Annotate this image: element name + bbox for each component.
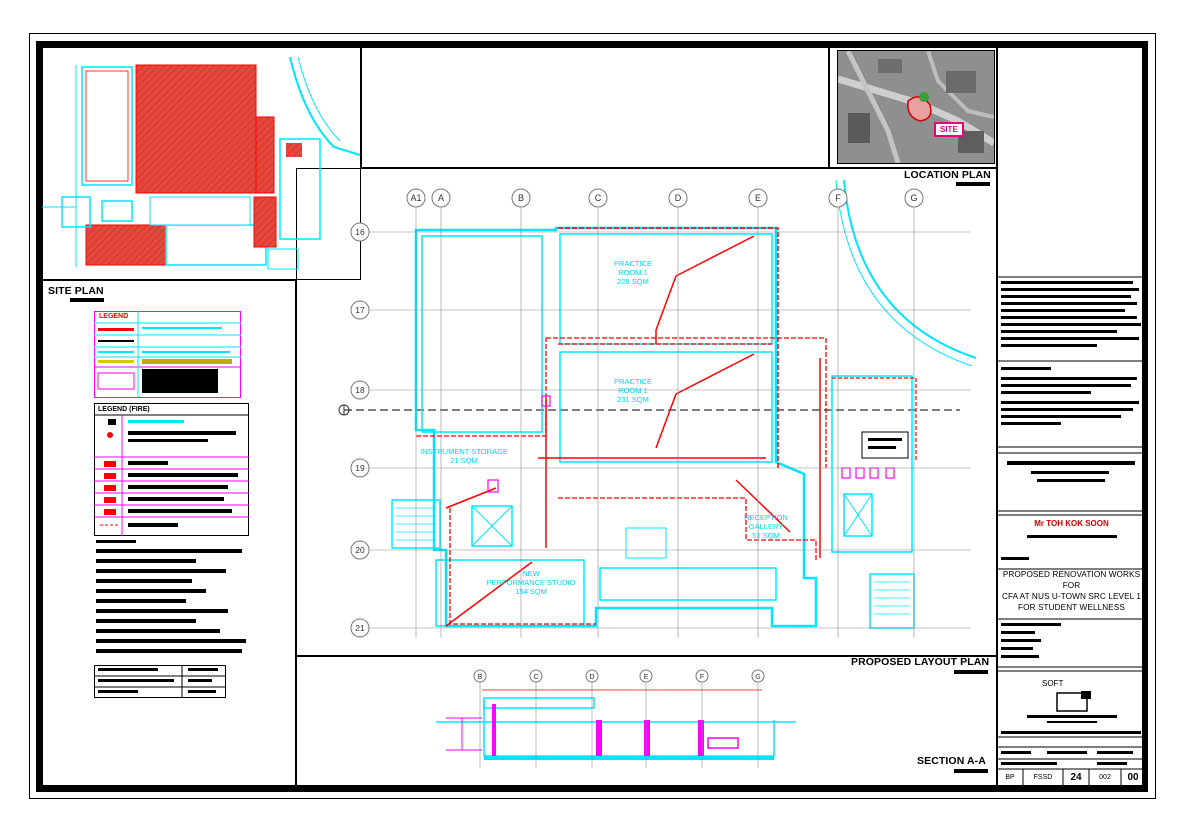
location-plan-scale-bar xyxy=(956,182,990,186)
legend-rows xyxy=(94,311,241,398)
grid-bubble-col xyxy=(748,188,768,208)
room-label: NEW xyxy=(522,569,540,578)
section-grid-label: G xyxy=(755,674,760,681)
grid-label-col: C xyxy=(595,193,602,203)
title-block-pane xyxy=(997,47,1145,786)
room-label: PRACTICE xyxy=(614,259,652,268)
location-map: SITE xyxy=(837,50,995,164)
site-plan-title: SITE PLAN xyxy=(48,285,104,297)
section-grid-label: D xyxy=(589,674,594,681)
grid-label-row: 17 xyxy=(355,305,365,315)
legend-label: LEGEND xyxy=(99,313,129,320)
section-grid-label: B xyxy=(478,674,483,681)
legend-box xyxy=(94,311,241,398)
revision-table-rows xyxy=(94,665,226,698)
layout-plan-title: PROPOSED LAYOUT PLAN xyxy=(851,656,990,668)
section-grid-bubble xyxy=(639,669,653,683)
project-title: PROPOSED RENOVATION WORKS FOR CFA AT NUS… xyxy=(1000,569,1143,613)
grid-label-row: 19 xyxy=(355,463,365,473)
grid-bubble-row xyxy=(350,618,370,638)
room-label: 154 SQM xyxy=(515,587,547,596)
room-label: RECEPTION xyxy=(744,513,788,522)
site-plan-pane xyxy=(42,47,361,280)
footer-cell: 00 xyxy=(1127,772,1139,783)
room-label: PERFORMANCE STUDIO xyxy=(487,578,576,587)
grid-label-row: 20 xyxy=(355,545,365,555)
section-grid-label: E xyxy=(644,674,649,681)
project-title-line: CFA AT NUS U-TOWN SRC LEVEL 1 xyxy=(1001,592,1142,601)
grid-bubble-row xyxy=(350,300,370,320)
sheet-outer-border xyxy=(29,33,1156,799)
title-block-graphics xyxy=(997,276,1145,786)
grid-bubble-row xyxy=(350,222,370,242)
legend-pane xyxy=(42,280,296,786)
room-label: 51 SQM xyxy=(752,531,780,540)
location-plan-title: LOCATION PLAN xyxy=(904,169,991,181)
section-grid-label: C xyxy=(533,674,538,681)
legend-fire-label: LEGEND (FIRE) xyxy=(98,406,150,413)
top-middle-pane xyxy=(361,47,829,168)
grid-label-col: B xyxy=(518,193,524,203)
grid-bubble-col xyxy=(431,188,451,208)
grid-bubble-row xyxy=(350,458,370,478)
section-grid-bubble xyxy=(695,669,709,683)
site-plan-drawing xyxy=(42,56,361,270)
room-label: 231 SQM xyxy=(617,395,649,404)
room-label: PRACTICE xyxy=(614,377,652,386)
logo-label: SOFT xyxy=(1042,679,1064,688)
general-notes xyxy=(96,540,246,653)
grid-label-row: 16 xyxy=(355,227,365,237)
section-grid-bubble xyxy=(473,669,487,683)
footer-cell: BP xyxy=(1005,774,1015,781)
grid-label-col: D xyxy=(675,193,682,203)
location-map-graphic xyxy=(838,51,994,163)
qualified-person-name: Mr TOH KOK SOON xyxy=(1034,519,1109,528)
grid-bubble-col xyxy=(904,188,924,208)
drawing-number-bar: BP FSSD 24 002 00 xyxy=(997,769,1145,786)
room-label: ROOM 1 xyxy=(618,386,648,395)
grid-label-col: F xyxy=(835,193,841,203)
grid-bubble-col xyxy=(406,188,426,208)
room-label: GALLERY xyxy=(749,522,783,531)
grid-bubble-col xyxy=(668,188,688,208)
grid-label-col: A xyxy=(438,193,444,203)
grid-label-col: G xyxy=(910,193,917,203)
sheet-inner-border xyxy=(36,41,1148,792)
room-label: 21 SQM xyxy=(450,456,478,465)
grid-bubble-row xyxy=(350,540,370,560)
project-title-line: PROPOSED RENOVATION WORKS FOR xyxy=(1002,570,1141,590)
site-tag: SITE xyxy=(934,122,964,137)
layout-plan-pane xyxy=(296,168,997,656)
section-title: SECTION A-A xyxy=(917,755,986,767)
room-label: 228 SQM xyxy=(617,277,649,286)
project-title-line: FOR STUDENT WELLNESS xyxy=(1018,603,1125,612)
room-label: ROOM 1 xyxy=(618,268,648,277)
section-scale-bar xyxy=(954,769,988,773)
footer-cell: FSSD xyxy=(1033,774,1053,781)
section-grid-bubble xyxy=(585,669,599,683)
grid-bubble-col xyxy=(828,188,848,208)
footer-cell: 002 xyxy=(1099,774,1111,781)
site-plan-scale-bar xyxy=(70,298,104,302)
section-grid-label: F xyxy=(700,674,704,681)
revision-table xyxy=(94,665,226,698)
section-grid-bubble xyxy=(751,669,765,683)
legend-fire-rows xyxy=(94,414,249,536)
grid-label-row: 21 xyxy=(355,623,365,633)
grid-bubble-col xyxy=(511,188,531,208)
layout-plan-scale-bar xyxy=(954,670,988,674)
section-pane xyxy=(296,656,997,786)
grid-bubble-col xyxy=(588,188,608,208)
section-grid-bubble xyxy=(529,669,543,683)
grid-label-col: A1 xyxy=(410,193,421,203)
grid-label-col: E xyxy=(755,193,761,203)
room-label: INSTRUMENT STORAGE xyxy=(420,447,508,456)
grid-label-row: 18 xyxy=(355,385,365,395)
section-drawing: B C D E F G xyxy=(436,669,796,768)
grid-bubble-row xyxy=(350,380,370,400)
footer-cell: 24 xyxy=(1070,772,1082,783)
location-plan-pane xyxy=(829,47,997,168)
